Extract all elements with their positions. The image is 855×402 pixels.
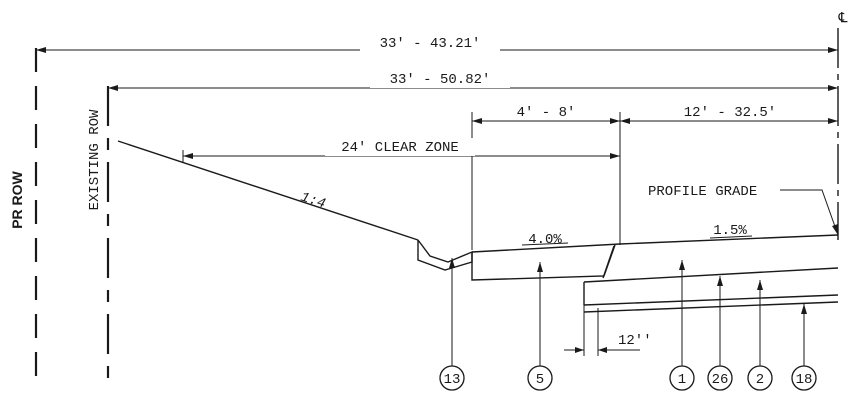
dim-total-pr-text: 33' - 43.21' (380, 36, 481, 52)
shoulder-slope-text: 4.0% (528, 232, 562, 248)
svg-text:1: 1 (678, 372, 686, 388)
dim-total-existing-text: 33' - 50.82' (390, 72, 491, 88)
centerline-symbol: ℄ (838, 11, 848, 27)
callout-leaders (449, 258, 807, 366)
foreslope-ratio-text: 1:4 (298, 190, 327, 213)
callout-26: 26 (707, 365, 733, 391)
pavement-base-top (583, 267, 839, 283)
profile-grade-leader (780, 189, 839, 236)
pr-row-label: PR ROW (9, 170, 25, 228)
clear-zone-text: 24' CLEAR ZONE (341, 140, 459, 156)
subgrade-line (583, 301, 839, 313)
callout-2: 2 (747, 365, 773, 391)
callout-5: 5 (527, 365, 553, 391)
dimension-12in: 12'' (564, 308, 652, 356)
callout-18: 18 (791, 365, 817, 391)
svg-text:18: 18 (796, 372, 813, 388)
ditch-outline (417, 239, 473, 271)
shoulder-width-text: 4' - 8' (517, 105, 576, 121)
pavement-base-bottom (583, 294, 839, 306)
dim-12in-text: 12'' (618, 333, 652, 349)
svg-text:13: 13 (444, 372, 461, 388)
dimension-shoulder-lane: 4' - 8' 12' - 32.5' (471, 105, 838, 250)
profile-grade-label: PROFILE GRADE (648, 184, 757, 200)
svg-text:26: 26 (712, 372, 729, 388)
callout-13: 13 (439, 365, 465, 391)
lane-surface (619, 234, 839, 245)
svg-text:2: 2 (756, 372, 764, 388)
foreslope-line (117, 140, 419, 241)
dimension-total-pr-row: 33' - 43.21' (36, 34, 838, 53)
dimension-clear-zone: 24' CLEAR ZONE (182, 138, 620, 162)
shoulder-surface (471, 243, 621, 253)
callout-1: 1 (669, 365, 695, 391)
svg-text:5: 5 (536, 372, 544, 388)
dimension-total-existing-row: 33' - 50.82' (108, 70, 838, 91)
existing-row-label: EXISTING ROW (87, 109, 103, 210)
lane-slope-text: 1.5% (713, 223, 747, 239)
lane-width-text: 12' - 32.5' (684, 105, 776, 121)
